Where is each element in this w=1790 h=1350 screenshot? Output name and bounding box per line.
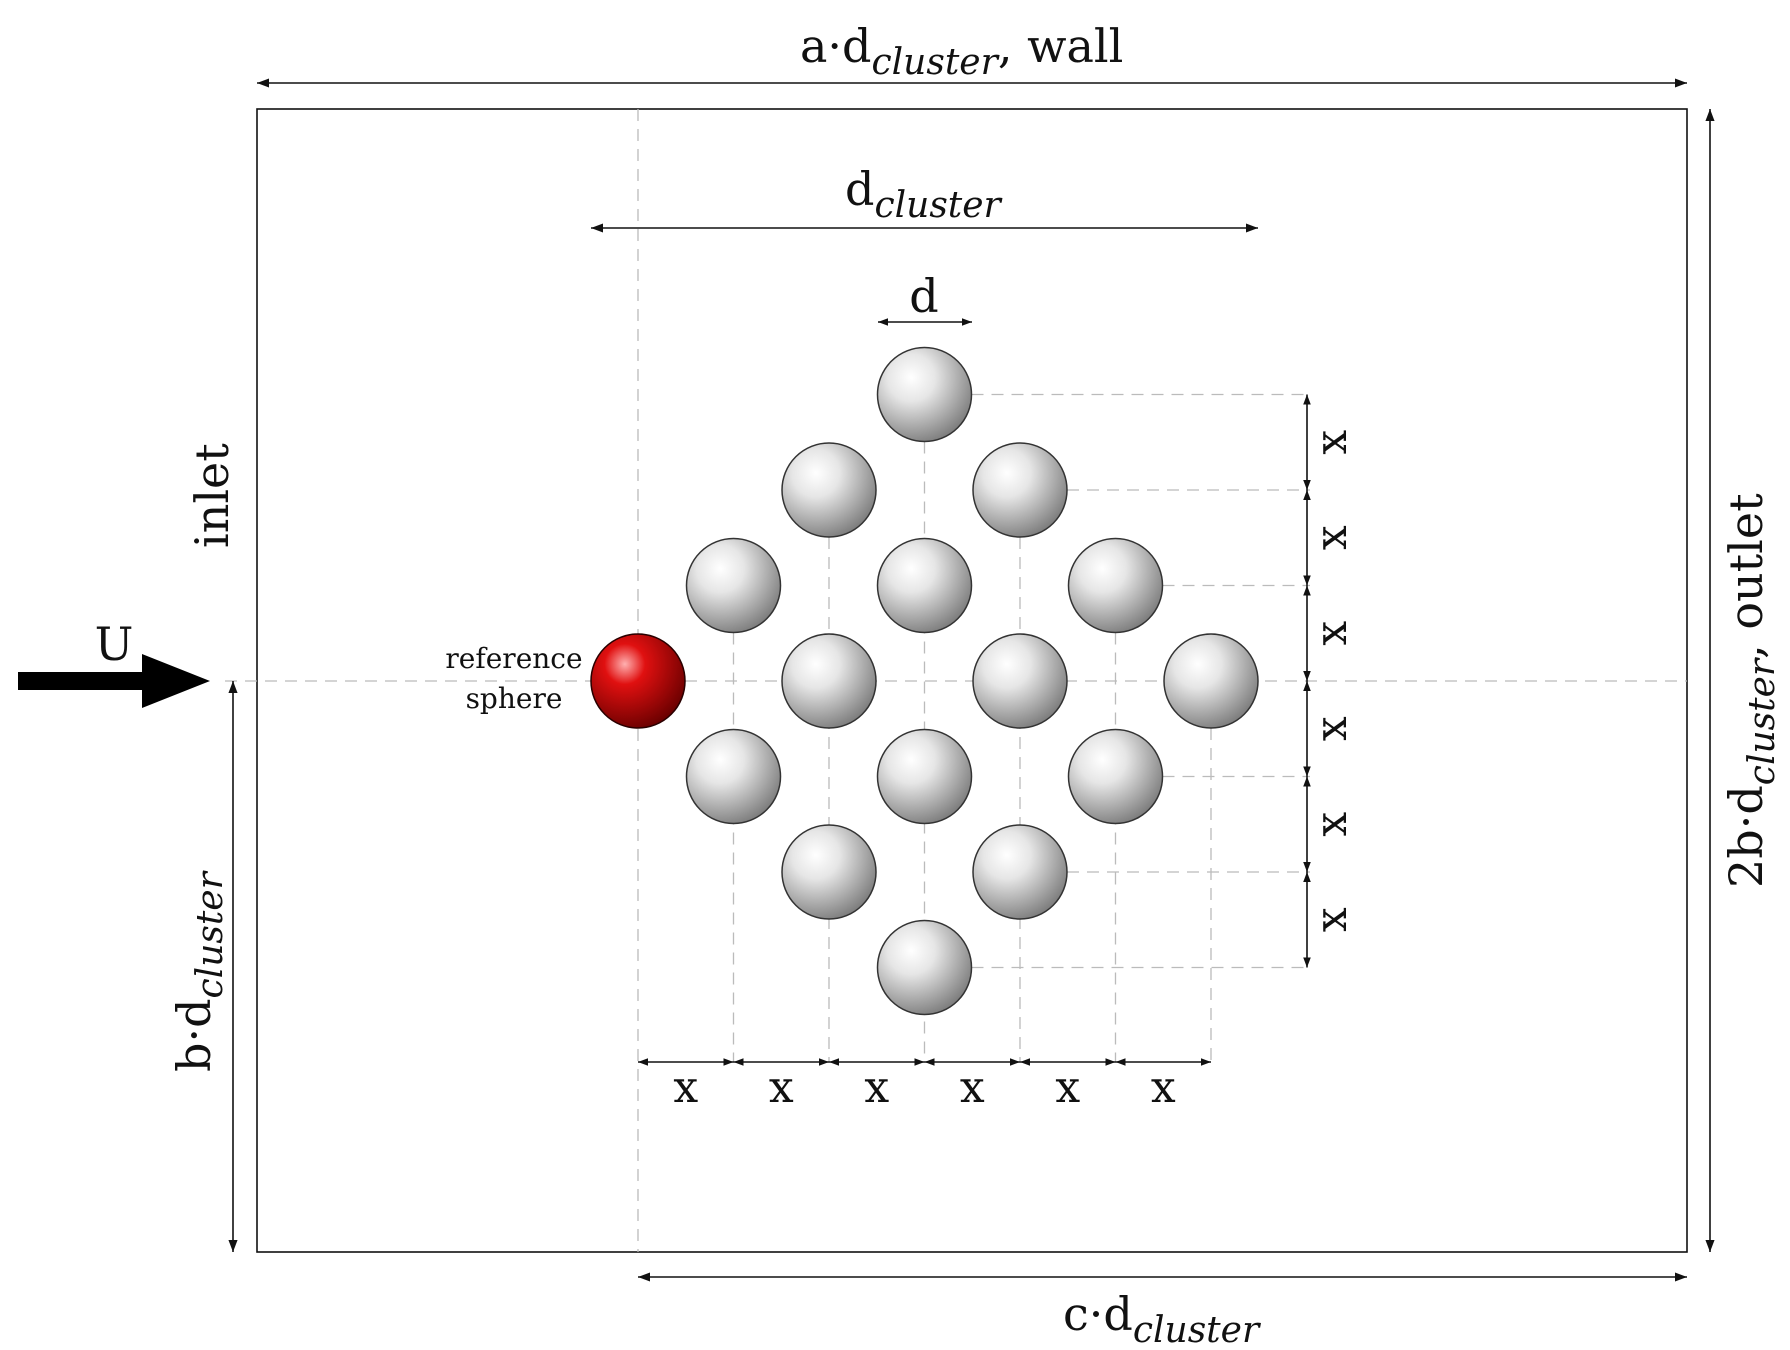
- horizontal-spacing-arrow: [924, 1058, 1020, 1066]
- vertical-spacing-arrow: [1303, 585, 1311, 681]
- left-dimension-label: b·dcluster: [167, 870, 231, 1072]
- sphere-diameter-label: d: [909, 269, 938, 323]
- cluster-sphere: [685, 728, 782, 825]
- arrow-head: [1303, 394, 1311, 405]
- vertical-spacing-arrow: [1303, 394, 1311, 490]
- horizontal-spacing-arrow: [733, 1058, 829, 1066]
- bottom-dimension-label: c·dcluster: [1063, 1287, 1261, 1350]
- spacing-labels: x x x x x x x x x x x x: [673, 430, 1357, 1113]
- arrow-head: [1303, 575, 1311, 586]
- top-dimension-arrow: [257, 78, 1687, 88]
- arrow-head: [1705, 1240, 1715, 1252]
- cluster-sphere: [685, 537, 782, 634]
- cluster-sphere: [1163, 633, 1259, 729]
- bottom-dimension-arrow: [638, 1272, 1687, 1282]
- cluster-sphere: [781, 442, 877, 538]
- right-dimension-arrow: [1705, 109, 1715, 1252]
- vertical-spacing-arrow: [1303, 490, 1311, 586]
- cluster-sphere: [1067, 537, 1164, 634]
- horizontal-spacing-label: x: [1055, 1062, 1080, 1113]
- arrow-head: [1303, 862, 1311, 872]
- arrow-head: [1303, 776, 1311, 787]
- cluster-sphere: [781, 824, 877, 920]
- arrow-head: [1020, 1058, 1030, 1066]
- reference-sphere-label-line2: sphere: [466, 682, 563, 715]
- cluster-diameter-label: dcluster: [845, 162, 1003, 226]
- vertical-spacing-arrow: [1303, 872, 1311, 968]
- arrow-head: [638, 1272, 650, 1282]
- vertical-spacing-arrow: [1303, 681, 1311, 777]
- arrow-head: [1303, 490, 1311, 500]
- dimension-arrows: [228, 78, 1715, 1282]
- vertical-spacing-label: x: [1306, 907, 1357, 932]
- cluster-sphere: [876, 919, 973, 1016]
- vertical-spacing-arrow: [1303, 776, 1311, 872]
- arrow-head: [1303, 480, 1311, 490]
- top-dimension-label: a·dcluster, wall: [800, 19, 1123, 83]
- sphere-cluster: [685, 346, 1259, 1016]
- horizontal-spacing-arrow: [829, 1058, 925, 1066]
- cluster-sphere: [781, 633, 877, 729]
- arrow-head: [819, 1058, 829, 1066]
- arrow-head: [1201, 1058, 1211, 1066]
- arrow-head: [228, 681, 238, 693]
- arrow-head: [1246, 223, 1258, 233]
- arrow-head: [1303, 585, 1311, 596]
- arrow-head: [1303, 766, 1311, 777]
- arrow-head: [638, 1058, 648, 1066]
- arrow-head: [1675, 78, 1687, 88]
- horizontal-spacing-arrow: [1115, 1058, 1211, 1066]
- vertical-spacing-label: x: [1306, 812, 1357, 837]
- arrow-head: [878, 318, 888, 326]
- arrow-head: [1303, 681, 1311, 691]
- velocity-arrow: [18, 654, 210, 708]
- right-dimension-label: 2b·dcluster, outlet: [1719, 493, 1783, 888]
- cluster-sphere: [972, 633, 1068, 729]
- arrow-head: [1303, 872, 1311, 882]
- horizontal-spacing-label: x: [1151, 1062, 1176, 1113]
- arrow-head: [1105, 1058, 1116, 1066]
- horizontal-spacing-label: x: [960, 1062, 985, 1113]
- cluster-sphere: [876, 728, 973, 825]
- horizontal-spacing-arrow: [638, 1058, 734, 1066]
- arrow-head: [1675, 1272, 1687, 1282]
- arrow-head: [924, 1058, 935, 1066]
- reference-sphere-label-line1: reference: [445, 642, 582, 675]
- arrow-head: [1115, 1058, 1126, 1066]
- velocity-label: U: [95, 617, 134, 671]
- arrow-head: [829, 1058, 839, 1066]
- cluster-diameter-arrow: [591, 223, 1258, 233]
- vertical-spacing-label: x: [1306, 621, 1357, 646]
- arrow-head: [591, 223, 603, 233]
- cluster-sphere: [876, 537, 973, 634]
- horizontal-spacing-label: x: [673, 1062, 698, 1113]
- arrow-head: [1705, 109, 1715, 121]
- reference-sphere: [590, 633, 686, 729]
- horizontal-spacing-label: x: [769, 1062, 794, 1113]
- arrow-head: [1303, 957, 1311, 968]
- vertical-spacing-label: x: [1306, 430, 1357, 455]
- arrow-head: [1010, 1058, 1020, 1066]
- horizontal-spacing-label: x: [864, 1062, 889, 1113]
- left-dimension-arrow: [228, 681, 238, 1252]
- arrow-head: [257, 78, 269, 88]
- arrow-head: [733, 1058, 744, 1066]
- vertical-spacing-label: x: [1306, 525, 1357, 550]
- vertical-spacing-label: x: [1306, 716, 1357, 741]
- arrow-head: [1303, 671, 1311, 681]
- arrow-head: [723, 1058, 734, 1066]
- sphere-diameter-arrow: [878, 318, 972, 326]
- inlet-label: inlet: [185, 443, 239, 548]
- cluster-sphere: [1067, 728, 1164, 825]
- horizontal-spacing-arrow: [1020, 1058, 1116, 1066]
- cluster-sphere: [972, 824, 1068, 920]
- cluster-sphere: [972, 442, 1068, 538]
- arrow-head: [914, 1058, 925, 1066]
- arrow-head: [962, 318, 972, 326]
- cluster-sphere: [876, 346, 973, 443]
- arrow-head: [228, 1240, 238, 1252]
